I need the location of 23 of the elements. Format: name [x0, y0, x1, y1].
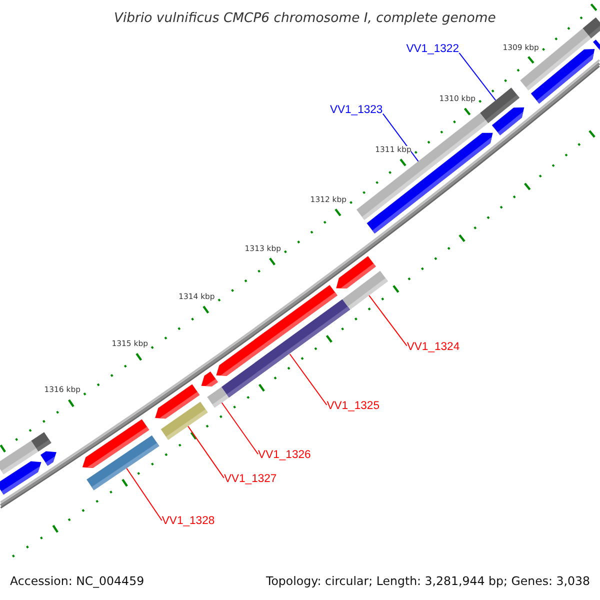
feature-bar — [86, 435, 160, 490]
gene-label: VV1_1326 — [258, 449, 311, 462]
gene-label: VV1_1322 — [406, 42, 459, 56]
feature-bar — [480, 88, 520, 124]
gene-label: VV1_1325 — [326, 400, 380, 413]
leader-line — [289, 354, 328, 406]
leader-line — [458, 52, 496, 101]
footer-text: Accession: NC_004459 — [10, 575, 144, 589]
gene-label: VV1_1324 — [406, 340, 460, 354]
leader-line — [221, 402, 259, 455]
leader-line — [188, 426, 224, 478]
leader-line — [368, 294, 408, 346]
feature-bar — [221, 299, 350, 398]
feature-bar — [342, 270, 388, 310]
feature-bar — [160, 402, 208, 440]
map-title: Vibrio vulnificus CMCP6 chromosome I, complete genome — [114, 10, 496, 26]
gene-label: VV1_1327 — [224, 472, 277, 486]
footer-text: Topology: circular; Length: 3,281,944 bp; Genes: 3,038 — [266, 575, 590, 589]
gene-label: VV1_1323 — [330, 104, 383, 117]
leader-line — [126, 468, 162, 521]
gene-label: VV1_1328 — [162, 515, 215, 528]
leader-line — [382, 113, 420, 162]
feature-bar — [207, 386, 229, 408]
